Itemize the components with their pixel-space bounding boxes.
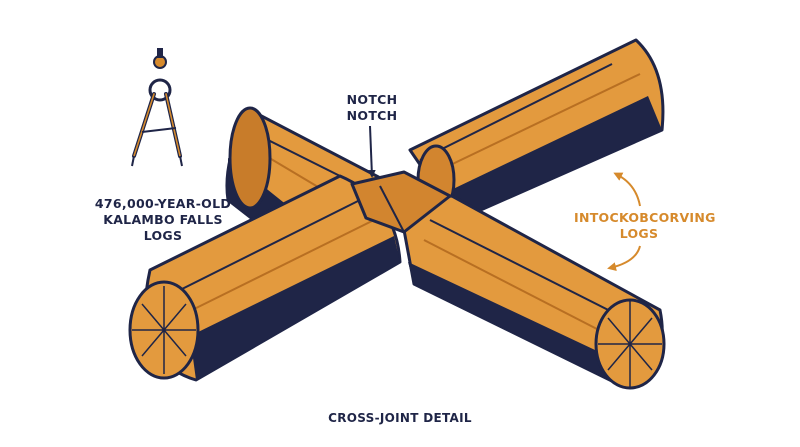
notch-label: NOTCH NOTCH [346,92,398,123]
log-front-right [402,194,666,390]
notch-joint [350,170,452,234]
bottom-caption: CROSS-JOINT DETAIL [328,411,472,425]
notch-pointer-arrow [367,125,376,178]
right-caption: INTOCKOBCORVING LOGS [574,210,716,241]
left-caption: 476,000-YEAR-OLD KALAMBO FALLS LOGS [94,196,232,243]
curved-arrow-up [613,172,641,207]
curved-arrow-down [607,245,641,272]
drafting-compass-icon [131,48,183,167]
log-back-right [408,38,665,222]
